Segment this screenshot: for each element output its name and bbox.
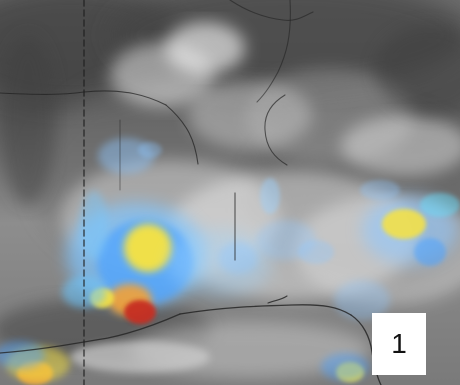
precipitation-overlay (0, 138, 460, 385)
map-boundaries (0, 0, 381, 385)
panel-number-label: 1 (372, 313, 426, 375)
